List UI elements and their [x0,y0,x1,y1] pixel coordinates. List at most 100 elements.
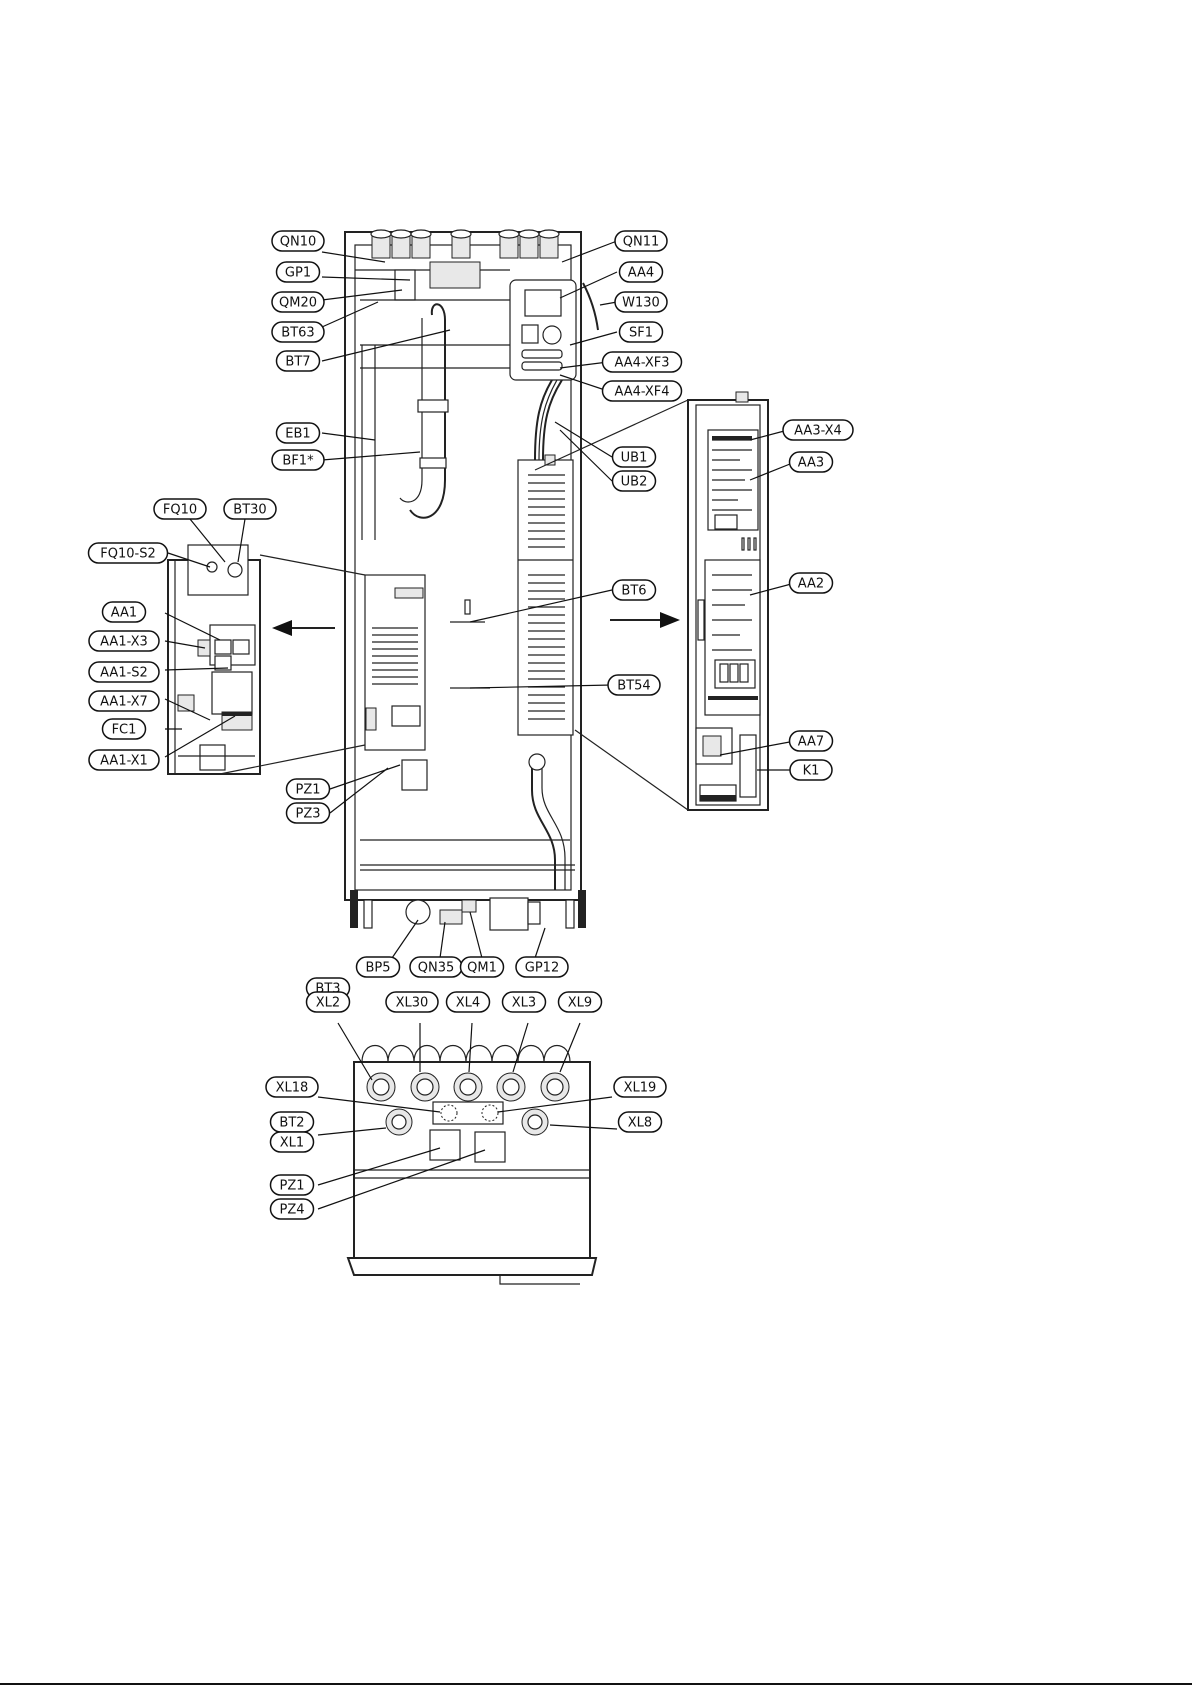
callout-label-bt2: BT2 [271,1112,314,1132]
callout-text: QM20 [279,296,317,311]
left-detail-panel [168,545,365,774]
callout-label-qn11: QN11 [615,231,667,251]
callout-label-xl2: XL2 [307,992,350,1012]
callout-label-xl1: XL1 [271,1132,314,1152]
callout-label-bt63: BT63 [272,322,324,342]
callout-text: BT30 [233,503,266,518]
callout-label-gp1: GP1 [277,262,320,282]
callout-label-aa3-x4: AA3-X4 [783,420,853,440]
callout-text: BF1* [282,454,314,469]
callout-label-ub1: UB1 [613,447,656,467]
callout-label-qm20: QM20 [272,292,324,312]
callout-text: QM1 [467,961,497,976]
callout-label-xl3: XL3 [503,992,546,1012]
callout-text: PZ4 [279,1203,304,1218]
callout-label-sf1: SF1 [620,322,663,342]
arrow-right [610,612,680,628]
callout-text: AA4-XF3 [614,356,669,371]
callout-label-pz1b: PZ1 [271,1175,314,1195]
callout-label-w130: W130 [615,292,667,312]
callout-text: BT54 [617,679,650,694]
callout-text: BT63 [281,326,314,341]
callout-label-xl8: XL8 [619,1112,662,1132]
callout-label-pz4: PZ4 [271,1199,314,1219]
callout-label-aa1-x1: AA1-X1 [89,750,159,770]
callout-label-pz1a: PZ1 [287,779,330,799]
callout-label-aa4: AA4 [620,262,663,282]
callout-text: PZ1 [279,1179,304,1194]
callout-label-eb1: EB1 [277,423,320,443]
callout-label-ub2: UB2 [613,471,656,491]
main-unit [345,230,598,930]
callout-text: FQ10-S2 [100,547,155,562]
callout-text: QN10 [280,235,317,250]
callout-label-xl9: XL9 [559,992,602,1012]
callout-text: QN35 [418,961,455,976]
callout-label-aa1-s2: AA1-S2 [89,662,159,682]
callout-label-k1: K1 [790,760,832,780]
callout-text: AA2 [798,577,824,592]
connections [367,1073,569,1162]
callout-label-bt6: BT6 [613,580,656,600]
callout-label-xl19: XL19 [614,1077,666,1097]
callout-text: XL1 [280,1136,304,1151]
callout-text: QN11 [623,235,660,250]
callout-text: XL9 [568,996,592,1011]
callout-text: XL19 [624,1081,657,1096]
callout-label-bf1: BF1* [272,450,324,470]
callout-text: AA1-X7 [100,695,148,710]
callout-label-aa3: AA3 [790,452,833,472]
callout-text: PZ1 [295,783,320,798]
callout-text: W130 [622,296,660,311]
callout-label-fq10-s2: FQ10-S2 [89,543,168,563]
callout-text: GP1 [285,266,311,281]
arrow-left [272,620,335,636]
callout-text: BP5 [365,961,390,976]
callout-text: XL18 [276,1081,309,1096]
callout-label-xl30: XL30 [386,992,438,1012]
callout-label-bp5: BP5 [357,957,400,977]
callout-text: AA3 [798,456,824,471]
callout-label-fq10: FQ10 [154,499,206,519]
callout-label-aa4-xf4: AA4-XF4 [603,381,682,401]
callout-text: XL8 [628,1116,652,1131]
callout-text: AA3-X4 [794,424,842,439]
callout-text: BT6 [621,584,646,599]
callout-label-gp12: GP12 [516,957,568,977]
callout-text: PZ3 [295,807,320,822]
callout-label-xl4: XL4 [447,992,490,1012]
callout-text: AA1-X3 [100,635,148,650]
callout-text: UB1 [621,451,648,466]
callout-text: GP12 [525,961,559,976]
callout-text: BT2 [279,1116,304,1131]
callout-text: AA7 [798,735,824,750]
callout-label-aa2: AA2 [790,573,833,593]
callout-text: FC1 [112,723,137,738]
callout-label-qm1: QM1 [461,957,504,977]
callout-text: K1 [803,764,820,779]
callout-text: XL30 [396,996,429,1011]
callout-label-qn35: QN35 [410,957,462,977]
callout-label-bt7: BT7 [277,351,320,371]
callout-label-aa1-x7: AA1-X7 [89,691,159,711]
heater-housing [518,455,573,735]
callout-label-bt30: BT30 [224,499,276,519]
callout-text: EB1 [285,427,310,442]
callout-text: AA4 [628,266,654,281]
callout-label-pz3: PZ3 [287,803,330,823]
callout-text: UB2 [621,475,648,490]
callout-label-aa7: AA7 [790,731,833,751]
callout-label-aa1-x3: AA1-X3 [89,631,159,651]
callout-text: AA1 [111,606,137,621]
callout-text: XL2 [316,996,340,1011]
callout-label-aa1: AA1 [103,602,146,622]
callout-label-xl18: XL18 [266,1077,318,1097]
callout-label-qn10: QN10 [272,231,324,251]
callout-text: XL3 [512,996,536,1011]
callout-label-bt54: BT54 [608,675,660,695]
callout-text: AA1-X1 [100,754,148,769]
top-connectors [371,230,559,258]
callout-text: AA4-XF4 [614,385,669,400]
